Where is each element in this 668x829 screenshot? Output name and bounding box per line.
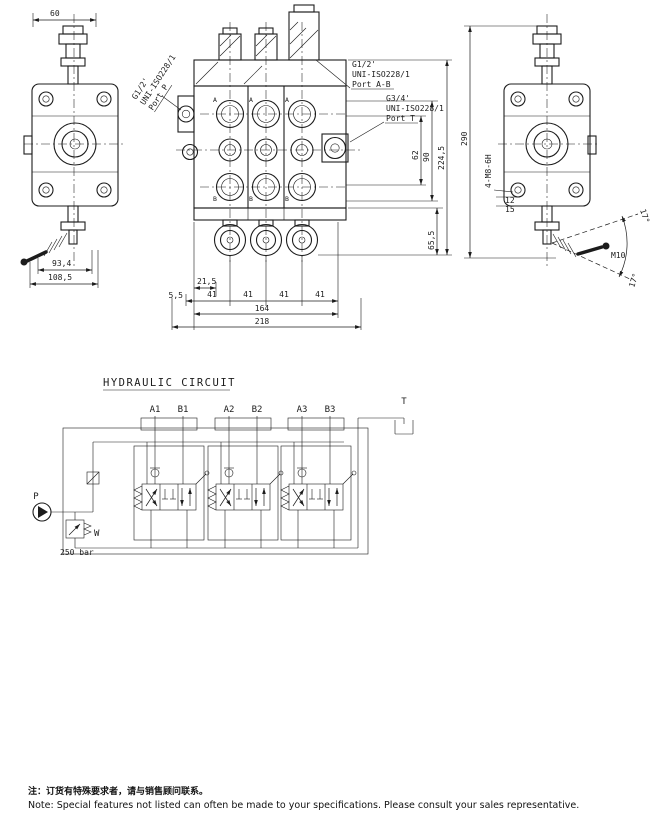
port-letter-a2: A: [249, 96, 253, 104]
dim-62-label: 62: [411, 150, 420, 160]
dim-41-label-2: 41: [243, 290, 253, 299]
port-letter-a3: A: [285, 96, 289, 104]
dim-21-5-label: 21,5: [197, 277, 216, 286]
circuit-title: HYDRAULIC CIRCUIT: [103, 377, 236, 389]
port-label-a1: A1: [150, 405, 161, 415]
return-line: [75, 418, 359, 549]
lever-thread-m10-label: M10: [611, 251, 626, 260]
pump-label: P: [33, 492, 39, 502]
dim-15-label: 15: [505, 205, 515, 214]
port-ab-callout: G1/2' UNI-ISO228/1 Port A-B: [315, 59, 410, 90]
right-side-view: 290 4-M8-6H 12 15: [460, 14, 651, 289]
dim-60-label: 60: [50, 9, 60, 18]
front-right-dimensions: 62 90 224,5 65,5: [318, 59, 452, 256]
left-view-lever: [20, 232, 68, 266]
front-view: A A A B B B G1/2' UNI-ISO228/1 Port P G1…: [130, 4, 452, 330]
relief-setting-label: 250 bar: [60, 548, 94, 557]
port-t-name-label: Port T: [386, 114, 415, 123]
dim-218-label: 218: [255, 317, 270, 326]
relief-valve-symbol: W 250 bar: [60, 512, 100, 557]
port-label-b1: B1: [178, 405, 189, 415]
circuit-envelope: [62, 427, 369, 555]
dim-5-5-label: 5,5: [169, 291, 184, 300]
dim-108-5-label: 108,5: [48, 273, 72, 282]
left-side-view: 60 93,4 10: [20, 9, 124, 288]
hydraulic-circuit: HYDRAULIC CIRCUIT A1 B1 A2 B2 A3 B3 T P: [32, 377, 414, 557]
pump-symbol: P: [32, 492, 93, 522]
port-letter-a1: A: [213, 96, 217, 104]
port-p-leader-line: [161, 95, 182, 111]
thread-callout-label: 4-M8-6H: [484, 154, 493, 188]
port-label-a2: A2: [224, 405, 235, 415]
port-letter-b3: B: [285, 195, 289, 203]
dim-65-5-label: 65,5: [427, 231, 436, 250]
dim-224-5-label: 224,5: [437, 146, 446, 170]
front-bottom-dimensions: 21,5 5,5 41 41 41 41 164 218: [169, 222, 362, 330]
valve-section-2: [207, 416, 284, 548]
tank-symbol: T: [358, 397, 414, 435]
port-t-size-label: G3/4': [386, 94, 410, 103]
valve-section-1: [133, 416, 210, 548]
port-ab-name-label: Port A-B: [352, 80, 391, 89]
dim-164-label: 164: [255, 304, 270, 313]
port-label-b2: B2: [252, 405, 263, 415]
relief-w-label: W: [94, 529, 100, 539]
dim-290-label: 290: [460, 131, 469, 146]
port-ab-size-label: G1/2': [352, 60, 376, 69]
tank-label: T: [401, 397, 407, 407]
dim-12-label: 12: [505, 196, 515, 205]
port-label-b3: B3: [325, 405, 336, 415]
port-t-standard-label: UNI-ISO228/1: [386, 104, 444, 113]
footer-notes: 注：订货有特殊要求者，请与销售顾问联系。 Note: Special featu…: [28, 784, 648, 811]
valve-views-drawing: 60 93,4 10: [20, 4, 651, 330]
valve-section-3: [280, 416, 357, 548]
angle-17-top-label: 17°: [638, 208, 651, 225]
dim-41-label-1: 41: [207, 290, 217, 299]
dim-41-label-4: 41: [315, 290, 325, 299]
right-view-lever: 17° 17° M10: [551, 208, 651, 289]
dim-90-label: 90: [422, 152, 431, 162]
port-t-callout: G3/4' UNI-ISO228/1 Port T: [349, 94, 444, 143]
port-label-a3: A3: [297, 405, 308, 415]
port-ab-standard-label: UNI-ISO228/1: [352, 70, 410, 79]
dim-41-label-3: 41: [279, 290, 289, 299]
note-chinese: 注：订货有特殊要求者，请与销售顾问联系。: [28, 787, 209, 797]
dim-93-4-label: 93,4: [52, 259, 71, 268]
note-english: Note: Special features not listed can of…: [28, 800, 580, 811]
port-letter-b1: B: [213, 195, 217, 203]
angle-17-bottom-label: 17°: [627, 272, 640, 289]
port-letter-b2: B: [249, 195, 253, 203]
